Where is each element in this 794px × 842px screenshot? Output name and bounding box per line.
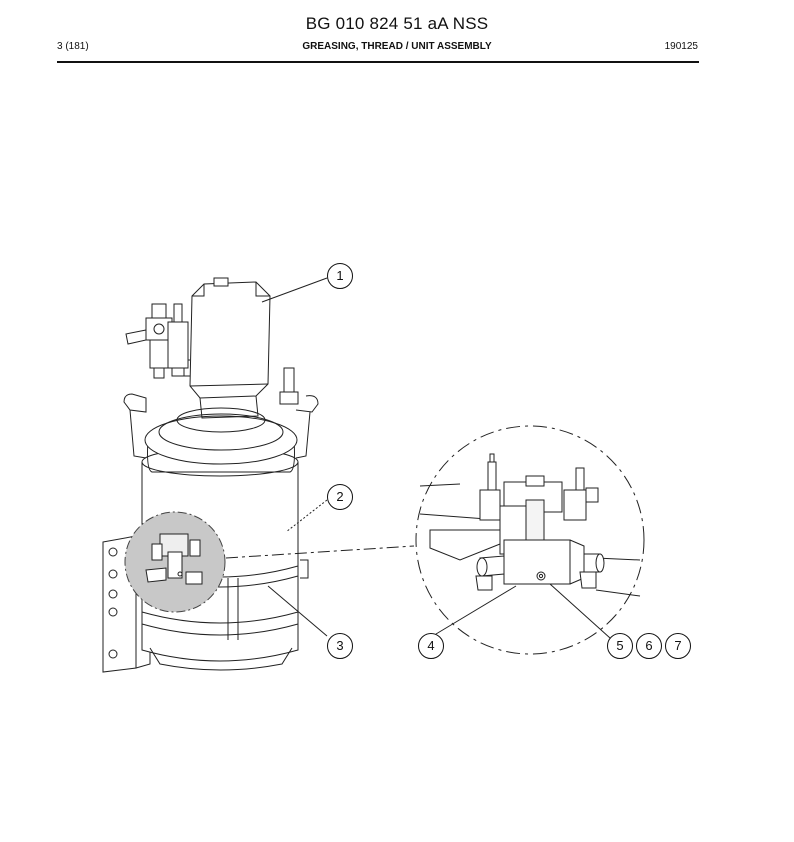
section-title: GREASING, THREAD / UNIT ASSEMBLY [302, 41, 492, 52]
air-regulator [125, 303, 189, 379]
callout-6: 6 [636, 633, 662, 659]
callout-5: 5 [607, 633, 633, 659]
lid-fitting [279, 367, 299, 405]
pump-housing [184, 277, 271, 419]
page-number: 3 (181) [57, 41, 89, 52]
detail-leader [225, 545, 415, 559]
detail-marker-valve [145, 533, 203, 585]
header-rule [57, 61, 699, 63]
detail-view-valve [419, 453, 641, 597]
document-date: 190125 [664, 41, 698, 52]
callout-3: 3 [327, 633, 353, 659]
document-title: BG 010 824 51 aA NSS [305, 14, 489, 33]
callout-1: 1 [327, 263, 353, 289]
callout-leaders [261, 277, 611, 639]
callout-4: 4 [418, 633, 444, 659]
callout-2: 2 [327, 484, 353, 510]
drum-handles [123, 393, 319, 459]
callout-7: 7 [665, 633, 691, 659]
